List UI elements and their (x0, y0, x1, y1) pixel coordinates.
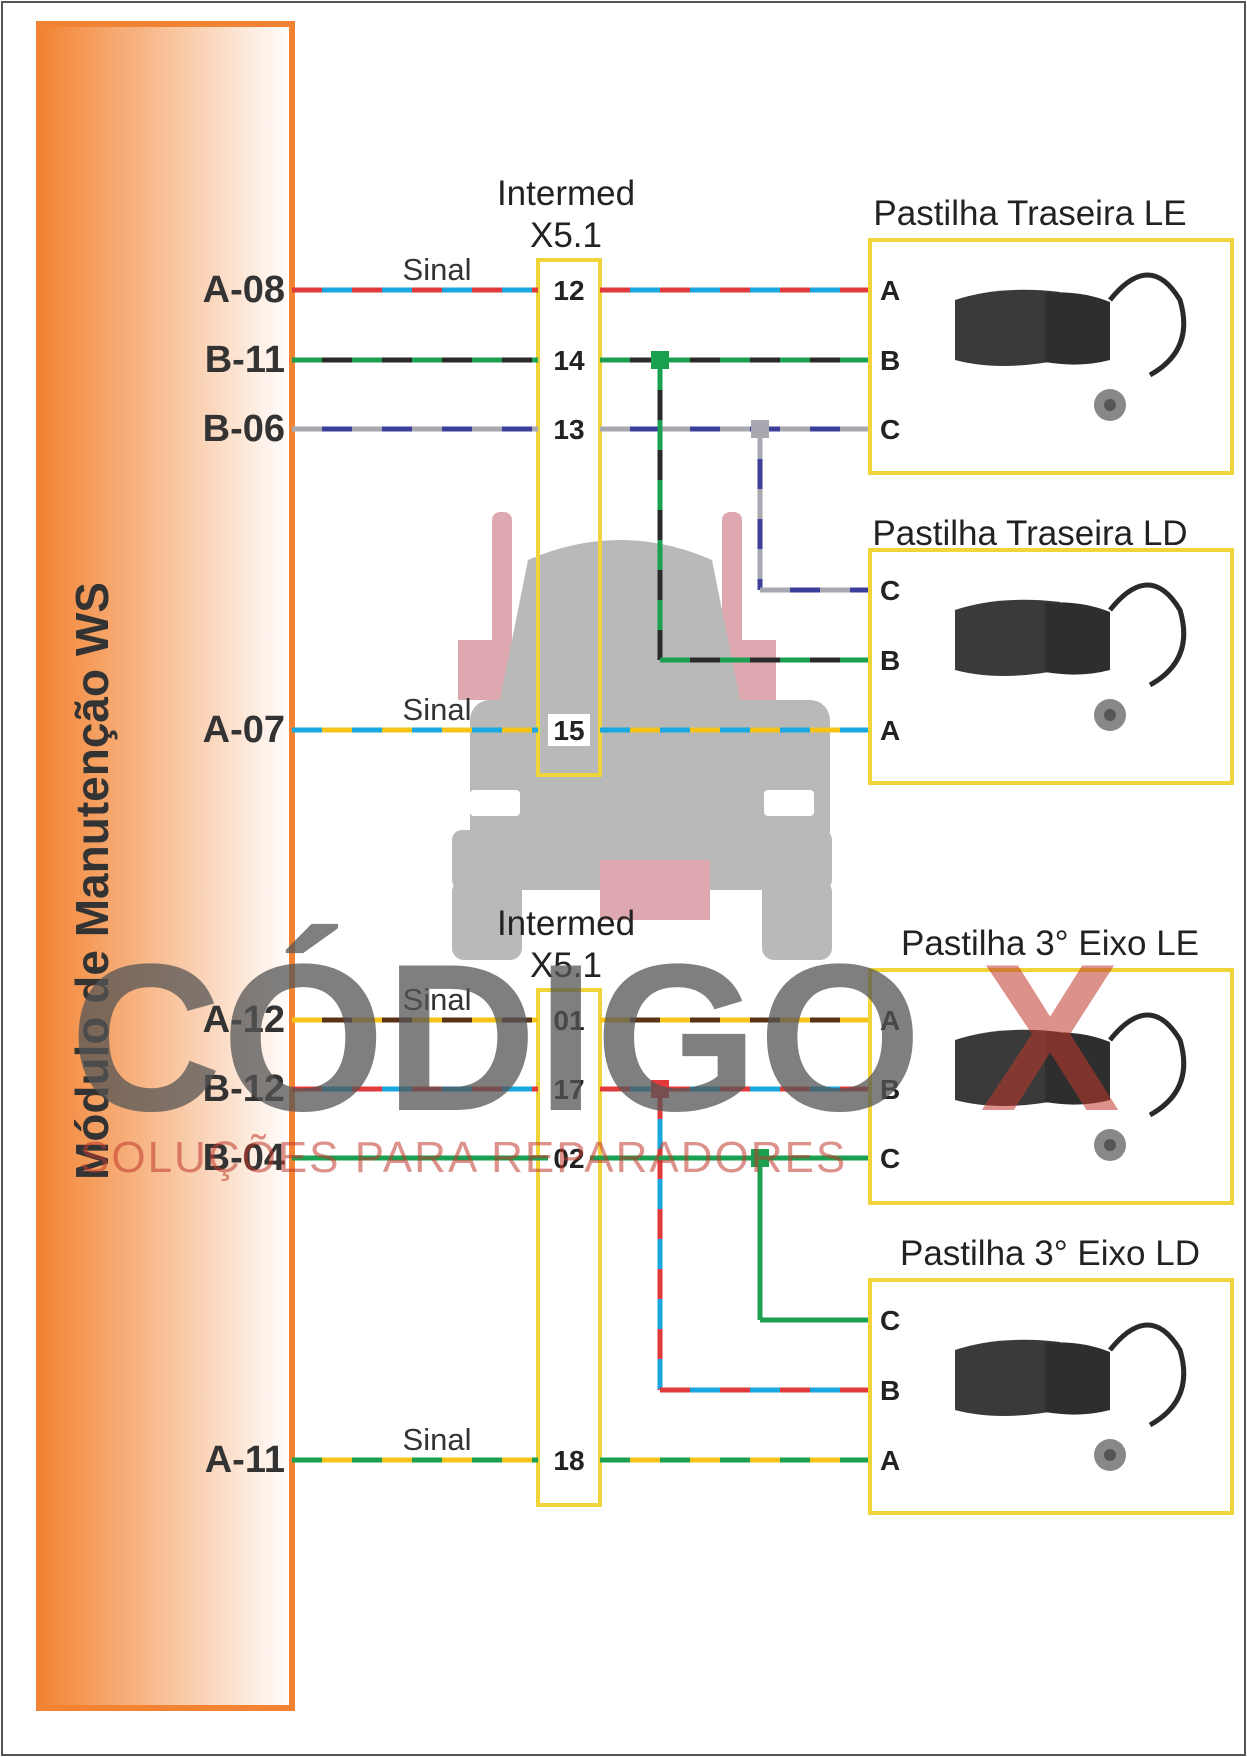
connector-pin-number: 12 (553, 275, 584, 306)
brake-pad-icon (955, 272, 1187, 421)
watermark-tagline: SOLUÇÕES PARA REPARADORES (80, 1132, 847, 1182)
module-label: Módulo de Manutenção WS (66, 582, 118, 1180)
connector-frame-bottom (536, 988, 602, 1507)
connector-pin-number: 14 (553, 345, 585, 376)
pad-title: Pastilha Traseira LE (873, 194, 1186, 233)
pad-terminal: B (880, 345, 900, 376)
pad-terminal: C (880, 575, 900, 606)
pad-terminal: A (880, 275, 900, 306)
watermark-brand-x: X (980, 920, 1120, 1155)
pin-label: B-12 (203, 1068, 285, 1110)
pin-label: A-11 (205, 1439, 285, 1481)
pad-title: Pastilha 3° Eixo LD (900, 1234, 1200, 1273)
watermark-brand: CÓDIGO (70, 920, 922, 1155)
connector-pin-number: 18 (553, 1445, 584, 1476)
connector-bottom-title-1: Intermed (497, 904, 635, 943)
pad-terminal: B (880, 645, 900, 676)
connector-top-title-1: Intermed (497, 174, 635, 213)
pin-label: A-12 (203, 999, 285, 1041)
pad-box-3: Pastilha 3° Eixo LE A B C (868, 924, 1234, 1205)
signal-label: Sinal (403, 982, 472, 1017)
pin-label: A-07 (203, 709, 285, 751)
pad-terminal: A (880, 715, 900, 746)
pad-title: Pastilha Traseira LD (872, 514, 1187, 553)
connector-pin-number: 13 (553, 414, 584, 445)
connector-pin-number: 15 (553, 715, 584, 746)
truck-watermark (452, 512, 832, 960)
pad-terminal: C (880, 1305, 900, 1336)
connector-pin-number: 17 (553, 1074, 584, 1105)
signal-label: Sinal (403, 252, 472, 287)
pad-terminal: C (880, 414, 900, 445)
pad-terminal: B (880, 1074, 900, 1105)
pin-label: B-04 (203, 1137, 285, 1179)
pad-terminal: C (880, 1143, 900, 1174)
module-block (36, 21, 295, 1711)
pad-terminal: A (880, 1005, 900, 1036)
connector-top-title-2: X5.1 (530, 216, 602, 255)
connector-bottom-title-2: X5.1 (530, 946, 602, 985)
connector-pin-number: 01 (553, 1005, 584, 1036)
pad-terminal: B (880, 1375, 900, 1406)
signal-label: Sinal (403, 692, 472, 727)
pin-label: B-06 (203, 408, 285, 450)
connector-numbers (548, 274, 590, 1476)
pad-terminal: A (880, 1445, 900, 1476)
pin-label: B-11 (205, 339, 285, 381)
connector-frame-top (536, 258, 602, 777)
signal-label: Sinal (403, 1422, 472, 1457)
pad-title: Pastilha 3° Eixo LE (901, 924, 1199, 963)
pin-label: A-08 (203, 269, 285, 311)
connector-pin-number: 02 (553, 1143, 584, 1174)
